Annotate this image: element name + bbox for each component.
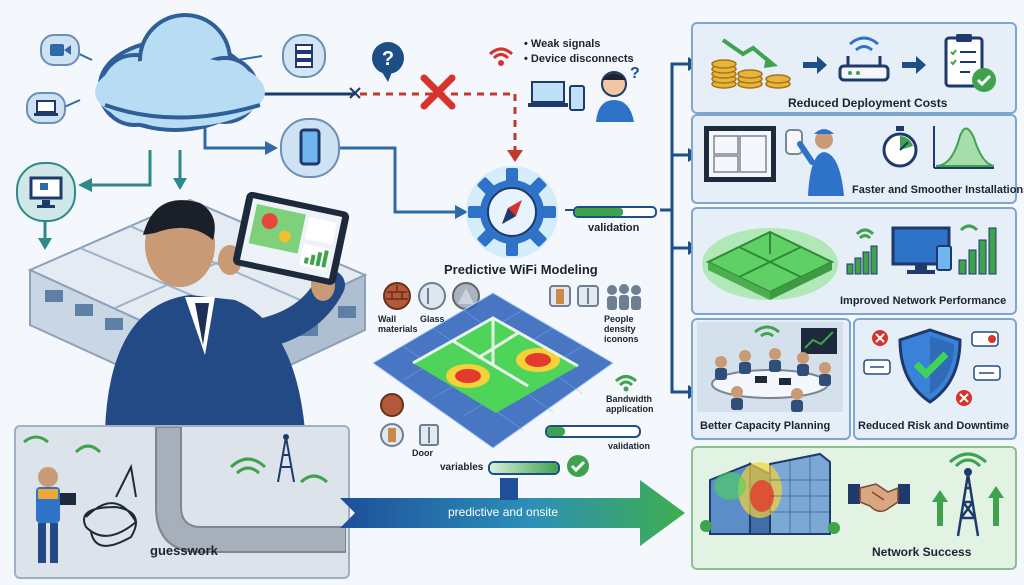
- weak-wifi-icon: [488, 47, 514, 66]
- router-icon: [838, 36, 890, 82]
- predictive-onsite-label: predictive and onsite: [448, 505, 559, 519]
- people-density-icon: [607, 284, 641, 310]
- confused-person-icon: ?: [596, 65, 640, 122]
- benefit-network-performance-label: Improved Network Performance: [840, 295, 1007, 307]
- cell-tower-growth-icon: [932, 452, 1004, 537]
- handshake-icon: [848, 483, 910, 513]
- security-shield-icon: [863, 328, 1001, 406]
- people-density-label: People density iconons: [604, 314, 639, 344]
- wall-materials-label: Wall materials: [378, 314, 418, 334]
- cloud-icon: [95, 13, 265, 132]
- desktop-monitor-icon: [16, 162, 76, 222]
- svg-text:?: ?: [382, 48, 394, 70]
- validation-label-bottom: validation: [608, 441, 651, 451]
- bandwidth-wifi-icon: [614, 375, 638, 392]
- heatmap-floorplan: [372, 292, 614, 449]
- benefit-capacity-planning-label: Better Capacity Planning: [700, 420, 831, 432]
- svg-text:?: ?: [630, 65, 640, 82]
- issue-device-disconnects: • Device disconnects: [524, 53, 634, 65]
- brick-wall-icon-small: [380, 393, 404, 417]
- window-icon: [419, 424, 439, 446]
- smartphone-icon: [280, 118, 340, 178]
- server-icon: [282, 34, 326, 78]
- door-label: Door: [412, 448, 433, 458]
- validation-progress-bottom: [545, 425, 641, 438]
- checklist-icon: [944, 34, 996, 92]
- coins-downtrend-icon: [711, 38, 791, 89]
- issue-text: Device disconnects: [530, 53, 634, 65]
- question-mark-icon: ?: [372, 42, 404, 82]
- validation-progress-top: [573, 206, 657, 218]
- stopwatch-icon: [882, 126, 918, 168]
- benefit-network-success-label: Network Success: [872, 545, 972, 559]
- concrete-icon: [452, 282, 480, 310]
- predictive-onsite-arrow: [340, 478, 685, 546]
- glass-icon: [418, 282, 446, 310]
- installer-floorplan-illustration: [704, 126, 844, 196]
- validation-label-top: validation: [588, 222, 640, 234]
- building-heatmap-illustration: [700, 452, 840, 535]
- benefit-reduced-costs-label: Reduced Deployment Costs: [788, 96, 948, 110]
- cloud-network-group: [60, 10, 270, 160]
- door-icon: [380, 423, 404, 447]
- laptop-icon: [26, 92, 66, 124]
- meeting-room-illustration: [697, 322, 843, 412]
- window-icon-top: [577, 285, 599, 307]
- check-circle-icon: [567, 455, 589, 477]
- issue-text: Weak signals: [530, 38, 601, 50]
- signal-bars-devices-icon: [846, 224, 997, 275]
- arrow-right-icon: [803, 56, 827, 74]
- compass-gear-icon: [466, 166, 558, 258]
- guesswork-scene: [23, 427, 346, 563]
- benefit-faster-install-label: Faster and Smoother Installations: [852, 184, 1024, 196]
- red-x-icon: [420, 74, 456, 110]
- x-mark-icon: [349, 87, 361, 99]
- green-floor-coverage-illustration: [702, 228, 838, 300]
- modeling-title: Predictive WiFi Modeling: [444, 262, 598, 277]
- variables-label: variables: [440, 462, 484, 473]
- arrow-right-icon: [902, 56, 926, 74]
- brick-wall-icon: [383, 282, 411, 310]
- video-camera-icon: [40, 34, 80, 66]
- laptop-phone-icon: [528, 81, 585, 111]
- glass-label: Glass: [420, 314, 445, 324]
- benefit-reduced-risk-label: Reduced Risk and Downtime: [858, 420, 1009, 432]
- guesswork-label: guesswork: [150, 543, 218, 558]
- issue-weak-signals: • Weak signals: [524, 38, 601, 50]
- variables-progress: [488, 461, 560, 475]
- door-icon-top: [549, 285, 571, 307]
- bandwidth-label: Bandwidth application: [606, 394, 654, 414]
- bell-curve-chart-icon: [933, 126, 995, 169]
- engineer-with-tablet-illustration: [105, 191, 350, 430]
